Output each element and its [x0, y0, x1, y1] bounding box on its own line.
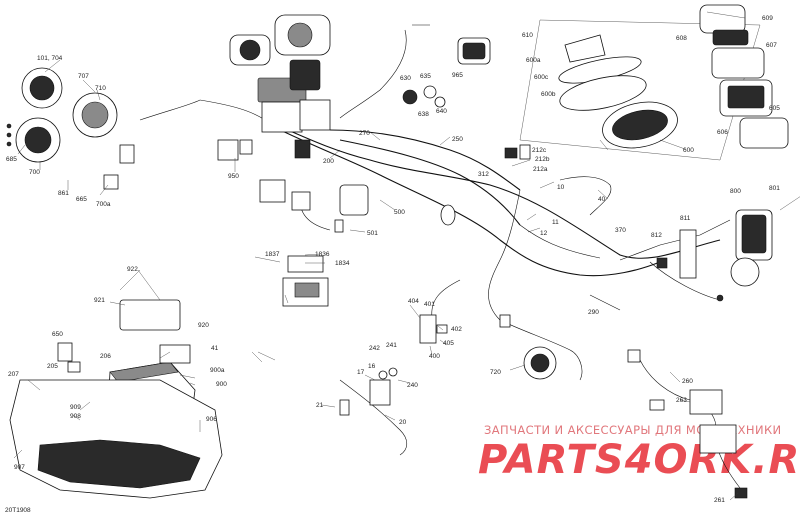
- watermark-brand: PARTS4ORK.RU: [478, 437, 800, 483]
- label-1834: 1834: [335, 260, 350, 267]
- label-242: 242: [369, 345, 380, 352]
- label-500: 500: [394, 209, 405, 216]
- label-908: 908: [70, 413, 81, 420]
- label-21: 21: [316, 402, 324, 409]
- label-402: 402: [451, 326, 462, 333]
- label-600b: 600b: [541, 91, 556, 98]
- label-720: 720: [490, 369, 501, 376]
- label-405: 405: [443, 340, 454, 347]
- left-modules: [6, 67, 135, 190]
- label-263: 263: [676, 397, 687, 404]
- label-241: 241: [386, 342, 397, 349]
- relay-box: [282, 255, 329, 307]
- label-270: 270: [359, 130, 370, 137]
- main-harness: [139, 24, 741, 489]
- label-685: 685: [6, 156, 17, 163]
- label-922: 922: [127, 266, 138, 273]
- label-700a: 700a: [96, 201, 111, 208]
- bottom-center-parts: [339, 314, 557, 416]
- label-900: 900: [216, 381, 227, 388]
- label-650: 650: [52, 331, 63, 338]
- label-404: 404: [408, 298, 419, 305]
- label-907: 907: [14, 464, 25, 471]
- label-906: 906: [206, 416, 217, 423]
- label-40: 40: [598, 196, 606, 203]
- label-41: 41: [211, 345, 219, 352]
- label-600c: 600c: [534, 74, 549, 81]
- label-811: 811: [680, 215, 691, 222]
- label-801: 801: [769, 185, 780, 192]
- label-501: 501: [367, 230, 378, 237]
- label-312: 312: [478, 171, 489, 178]
- leader-lines: [13, 11, 800, 501]
- label-606: 606: [717, 129, 728, 136]
- label-600-main: 600: [683, 147, 694, 154]
- label-12: 12: [540, 230, 548, 237]
- label-17: 17: [357, 369, 365, 376]
- label-205: 205: [47, 363, 58, 370]
- label-920: 920: [198, 322, 209, 329]
- gauge-assembly: [457, 4, 789, 161]
- label-1837: 1837: [265, 251, 280, 258]
- label-630: 630: [400, 75, 411, 82]
- label-212c: 212c: [532, 147, 547, 154]
- label-240: 240: [407, 382, 418, 389]
- label-11: 11: [552, 219, 559, 226]
- label-921: 921: [94, 297, 105, 304]
- label-800: 800: [730, 188, 741, 195]
- label-1836-top: 1836: [315, 251, 330, 258]
- battery-tray: [9, 299, 223, 499]
- label-260: 260: [682, 378, 693, 385]
- label-635: 635: [420, 73, 431, 80]
- label-607: 607: [766, 42, 777, 49]
- label-965: 965: [452, 72, 463, 79]
- label-212b: 212b: [535, 156, 550, 163]
- label-640: 640: [436, 108, 447, 115]
- label-290: 290: [588, 309, 599, 316]
- label-950: 950: [228, 173, 239, 180]
- label-608: 608: [676, 35, 687, 42]
- label-20: 20: [399, 419, 407, 426]
- bottom-right-parts: [627, 349, 748, 499]
- watermark: ЗАПЧАСТИ И АКСЕССУАРЫ ДЛЯ МОТОТЕХНИКИ PA…: [478, 423, 800, 483]
- label-609: 609: [762, 15, 773, 22]
- label-605: 605: [769, 105, 780, 112]
- label-261: 261: [714, 497, 725, 504]
- label-900a: 900a: [210, 367, 225, 374]
- label-909: 909: [70, 404, 81, 411]
- label-16: 16: [368, 363, 376, 370]
- label-250: 250: [452, 136, 463, 143]
- label-10: 10: [557, 184, 565, 191]
- label-200: 200: [323, 158, 334, 165]
- label-700: 700: [29, 169, 40, 176]
- label-610-top: 610: [522, 32, 533, 39]
- label-638: 638: [418, 111, 429, 118]
- diagram-ref-code: 20T1908: [5, 507, 31, 514]
- label-370: 370: [615, 227, 626, 234]
- label-665: 665: [76, 196, 87, 203]
- center-small-parts: [334, 85, 531, 233]
- watermark-tagline: ЗАПЧАСТИ И АКСЕССУАРЫ ДЛЯ МОТОТЕХНИКИ: [484, 423, 782, 437]
- label-401: 401: [424, 301, 435, 308]
- label-707: 707: [78, 73, 89, 80]
- label-710: 710: [95, 85, 106, 92]
- label-812: 812: [651, 232, 662, 239]
- label-212a: 212a: [533, 166, 548, 173]
- label-861: 861: [58, 190, 69, 197]
- ecu-cluster: [217, 14, 331, 211]
- label-206: 206: [100, 353, 111, 360]
- part-labels: 101, 704 707 710 685 700 861 665 700a 95…: [5, 15, 780, 514]
- right-modules: [656, 209, 773, 302]
- label-600a: 600a: [526, 57, 541, 64]
- label-207: 207: [8, 371, 19, 378]
- label-101-704: 101, 704: [37, 55, 63, 62]
- label-400: 400: [429, 353, 440, 360]
